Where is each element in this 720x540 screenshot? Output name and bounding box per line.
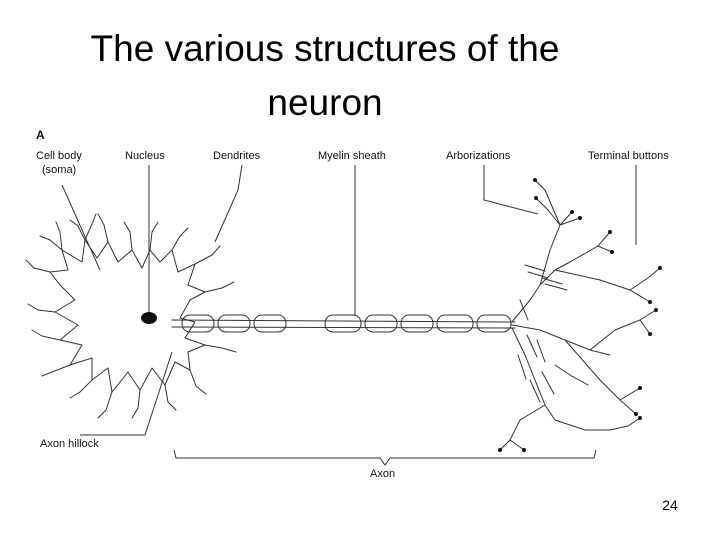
myelin-segment: [400, 314, 434, 333]
panel-label: A: [36, 128, 45, 142]
axon-shaft: [171, 319, 516, 329]
terminal-button: [522, 448, 526, 452]
page-number: 24: [662, 497, 678, 513]
label-myelin-sheath: Myelin sheath: [318, 150, 386, 162]
leader-dendrites: [214, 164, 243, 243]
terminal-button: [534, 196, 538, 200]
label-dendrites: Dendrites: [213, 150, 261, 162]
label-terminal-buttons: Terminal buttons: [588, 150, 669, 162]
dendrite-branches: [33, 223, 223, 411]
terminal-button: [648, 332, 652, 336]
label-arborizations: Arborizations: [446, 150, 511, 162]
terminal-button: [610, 250, 614, 254]
terminal-button: [658, 266, 662, 270]
terminal-button: [654, 308, 658, 312]
myelin-segment: [364, 314, 398, 333]
terminal-button: [638, 416, 642, 420]
leader-axon-hillock: [80, 351, 173, 436]
axon-brace: [173, 449, 597, 466]
terminal-button: [578, 216, 582, 220]
label-soma: (soma): [42, 164, 77, 176]
terminal-button: [498, 448, 502, 452]
nucleus-shape: [141, 312, 157, 324]
arborization-branches: [509, 224, 641, 441]
terminal-button: [648, 300, 652, 304]
slide-title-line-1: The various structures of the: [90, 28, 560, 69]
slide-title-line-2: neuron: [267, 82, 383, 123]
terminal-button: [634, 412, 638, 416]
terminal-button: [570, 210, 574, 214]
myelin-segment: [181, 314, 215, 333]
leader-cell-body: [61, 184, 101, 271]
arborization-myelin: [517, 264, 589, 403]
label-nucleus: Nucleus: [125, 150, 165, 162]
label-cell-body: Cell body: [36, 150, 82, 162]
terminal-button: [533, 178, 537, 182]
leader-arborizations: [483, 165, 539, 215]
myelin-segment: [253, 314, 287, 333]
terminal-button: [608, 230, 612, 234]
myelin-segment: [324, 314, 362, 333]
slide-title: The various structures of the neuron: [0, 22, 650, 130]
label-axon: Axon: [370, 468, 396, 480]
soma-outline: [49, 239, 206, 393]
label-axon-hillock: Axon hillock: [40, 438, 99, 450]
terminal-button: [638, 386, 642, 390]
myelin-segment: [476, 314, 512, 333]
myelin-segment: [217, 314, 251, 333]
myelin-segment: [436, 314, 474, 333]
terminal-twigs: [499, 179, 661, 451]
dendrite-twigs: [25, 213, 237, 419]
